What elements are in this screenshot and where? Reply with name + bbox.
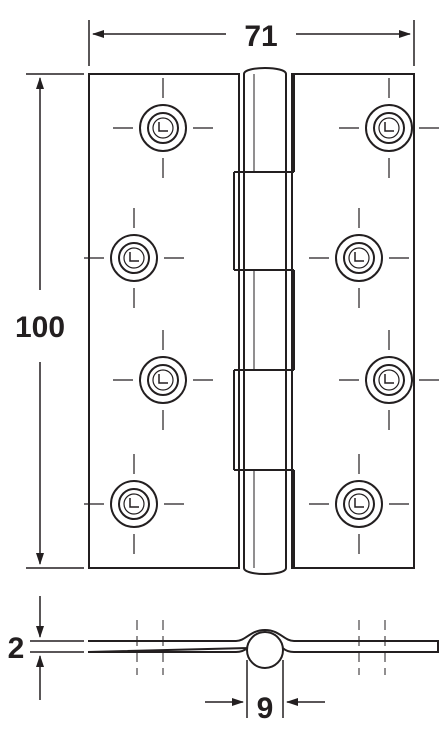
screw-hole-left-3: [113, 330, 213, 430]
screw-hole-right-2: [309, 208, 409, 308]
left-leaf: [88, 73, 240, 569]
screw-holes: [84, 78, 439, 554]
thickness-dimension: [30, 596, 84, 700]
screw-hole-left-2: [84, 208, 184, 308]
thickness-label: 2: [8, 632, 25, 665]
screw-hole-right-1: [339, 78, 439, 178]
knuckle-label: 9: [257, 692, 274, 725]
hinge-front-view: [84, 67, 439, 575]
hinge-knuckle: [233, 67, 295, 575]
screw-hole-right-3: [339, 330, 439, 430]
knuckle-cross-section: [246, 631, 284, 669]
width-label: 71: [244, 20, 277, 53]
screw-hole-right-4: [309, 454, 409, 554]
knuckle-dimension: [205, 660, 325, 718]
width-dimension: [88, 20, 415, 66]
screw-hole-left-4: [84, 454, 184, 554]
right-leaf: [291, 73, 415, 569]
hinge-side-view: [87, 620, 439, 675]
height-dimension: [26, 73, 84, 569]
height-label: 100: [15, 311, 65, 344]
screw-hole-left-1: [113, 78, 213, 178]
